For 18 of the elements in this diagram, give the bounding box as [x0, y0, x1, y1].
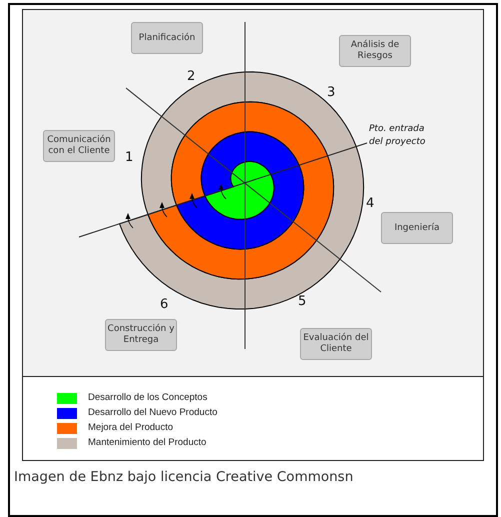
legend-label: Mantenimiento del Producto [88, 436, 206, 450]
phase-box: Construcción y Entrega [105, 319, 177, 351]
sector-number: 1 [125, 149, 134, 167]
phase-box: Evaluación del Cliente [300, 328, 372, 360]
sector-number: 6 [160, 296, 168, 314]
entry-point-label: Pto. entrada del proyecto [369, 123, 426, 149]
caption: Imagen de Ebnz bajo licencia Creative Commonsn [14, 468, 354, 487]
legend-label: Mejora del Producto [88, 420, 174, 435]
sector-number: 3 [327, 84, 336, 102]
phase-box: Planificación [131, 22, 203, 54]
phase-box: Análisis de Riesgos [339, 35, 411, 67]
sector-number: 5 [298, 293, 306, 311]
sector-number: 4 [366, 195, 374, 213]
legend-label: Desarrollo de los Conceptos [88, 390, 208, 405]
legend-label: Desarrollo del Nuevo Producto [88, 406, 218, 420]
sector-number: 2 [187, 68, 196, 86]
phase-box: Comunicación con el Cliente [43, 130, 115, 162]
phase-box: Ingeniería [381, 212, 453, 244]
